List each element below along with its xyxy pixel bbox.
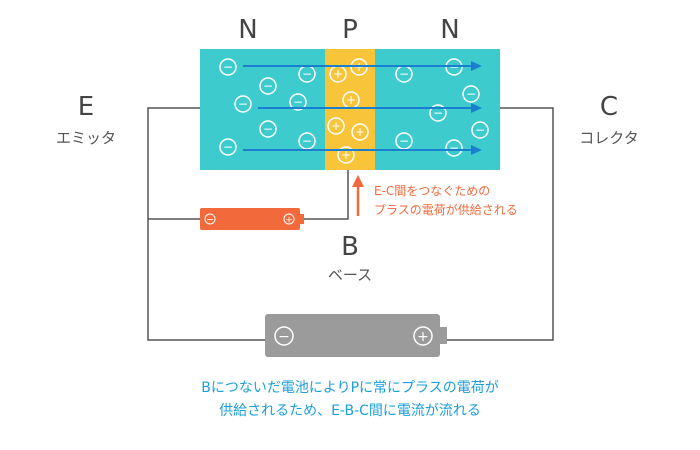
hole: [351, 123, 369, 141]
flow-arrow-head: [471, 145, 482, 155]
p-label: P: [342, 15, 358, 45]
battery-plus-sign: +: [285, 216, 293, 226]
minus-sign: −: [302, 134, 312, 148]
minus-sign: −: [263, 79, 273, 93]
electron: [219, 138, 237, 156]
emitter-name: エミッタ: [55, 129, 116, 147]
collector-letter: C: [599, 92, 619, 122]
minus-sign: −: [449, 141, 459, 155]
hole: [337, 146, 355, 164]
battery-plus-sign: +: [417, 329, 429, 345]
minus-sign: −: [399, 67, 409, 81]
plus-sign: +: [333, 67, 343, 81]
electron: [471, 121, 489, 139]
electron-flow-arrows: [243, 61, 482, 155]
minus-sign: −: [223, 60, 233, 74]
plus-sign: +: [341, 148, 351, 162]
flow-arrow-head: [471, 103, 482, 113]
electron: [234, 95, 252, 113]
electron: [259, 77, 277, 95]
battery-plus-terminal: [283, 213, 295, 225]
caption-line-2: 供給されるため、E-B-C間に電流が流れる: [219, 403, 481, 419]
minus-sign: −: [238, 97, 248, 111]
base-wire: [300, 170, 349, 220]
plus-sign: +: [355, 125, 365, 139]
plus-sign: +: [331, 119, 341, 133]
minus-sign: −: [263, 122, 273, 136]
plus-sign: +: [346, 93, 356, 107]
emitter-letter: E: [77, 92, 95, 122]
electron: [462, 85, 480, 103]
battery-minus-terminal: [274, 326, 294, 346]
minus-sign: −: [293, 95, 303, 109]
electron: [429, 104, 447, 122]
battery-minus-terminal: [204, 213, 216, 225]
circuit-wires: [147, 107, 554, 341]
electron: [289, 93, 307, 111]
minus-sign: −: [302, 67, 312, 81]
battery-minus-sign: −: [278, 329, 290, 345]
base-battery: − +: [200, 208, 304, 230]
battery-minus-sign: −: [206, 216, 214, 226]
base-letter: B: [341, 232, 359, 262]
electron: [259, 120, 277, 138]
hole-supply-arrow: [352, 175, 364, 216]
collector-wire: [440, 107, 554, 341]
annotation-line-1: E-C間をつなぐための: [374, 184, 491, 198]
annotation-line-2: プラスの電荷が供給される: [374, 203, 518, 217]
base-name: ベース: [327, 266, 373, 284]
main-battery: − +: [265, 314, 447, 357]
electron-signs: − − − − − − − − − − − − − − −: [223, 60, 485, 155]
minus-sign: −: [466, 87, 476, 101]
collector-name: コレクタ: [579, 129, 639, 147]
minus-sign: −: [433, 106, 443, 120]
electron: [445, 139, 463, 157]
caption-line-1: Bにつないだ電池によりPに常にプラスの電荷が: [201, 380, 499, 396]
n-right-label: N: [440, 15, 460, 45]
n-left-label: N: [238, 15, 258, 45]
minus-sign: −: [399, 134, 409, 148]
minus-sign: −: [475, 123, 485, 137]
hole: [327, 117, 345, 135]
battery-plus-terminal: [413, 326, 433, 346]
flow-arrow-head: [471, 61, 482, 71]
electron: [219, 58, 237, 76]
minus-sign: −: [223, 140, 233, 154]
emitter-wire: [147, 107, 265, 341]
